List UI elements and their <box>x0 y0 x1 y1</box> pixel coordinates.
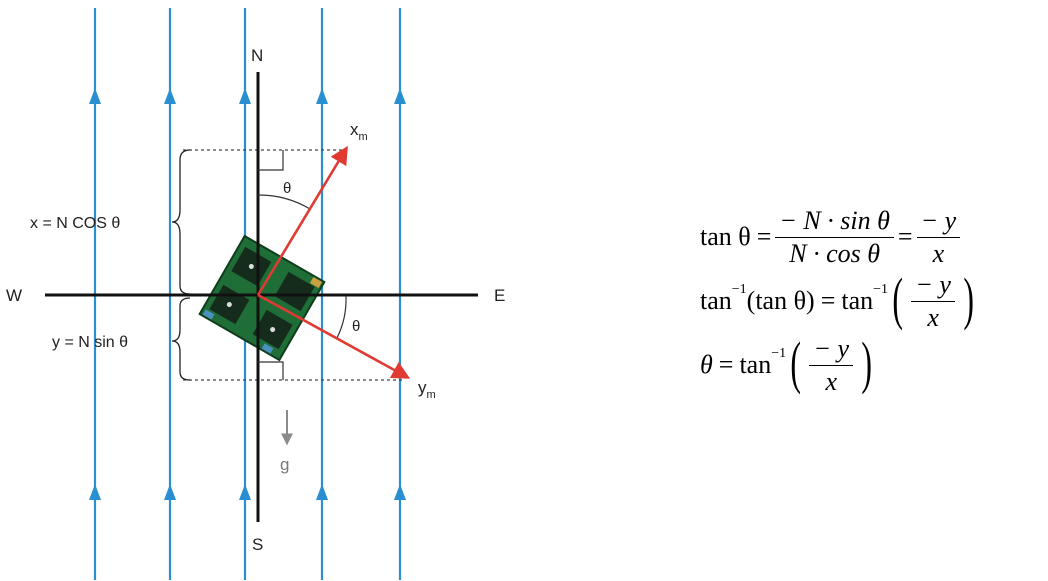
eq2-frac-denominator: x <box>927 302 939 332</box>
field-arrow-icon <box>239 484 251 500</box>
field-arrow-icon <box>394 88 406 104</box>
eq2-lhs-sup: −1 <box>731 282 747 297</box>
projection-lines <box>183 149 405 381</box>
xm-vector <box>256 145 348 296</box>
field-arrow-icon <box>316 88 328 104</box>
xm-label: xm <box>350 120 368 143</box>
eq1-frac1-numerator: − N · sin θ <box>775 206 894 238</box>
eq1-fraction-1: − N · sin θ N · cos θ <box>775 206 894 268</box>
eq1-frac2-numerator: − y <box>916 206 961 238</box>
compass-axes <box>45 72 478 522</box>
gravity-label: g <box>280 455 289 474</box>
eq1-fraction-2: − y x <box>916 206 961 268</box>
eq3-lhs: θ <box>700 350 713 379</box>
field-arrow-icon <box>164 88 176 104</box>
eq3-close-paren: ) <box>861 330 873 395</box>
eq2-lhs-fn: tan <box>700 286 732 315</box>
east-label: E <box>494 286 505 305</box>
right-angle-markers <box>258 150 284 380</box>
eq3-rhs-sup: −1 <box>771 346 787 361</box>
eq2-equals: = <box>820 286 836 315</box>
equations-panel: tan θ = − N · sin θ N · cos θ = − y x ta… <box>700 205 1045 397</box>
theta-label-right: θ <box>352 318 360 335</box>
equation-2: tan −1 (tan θ) = tan −1 ( − y x ) <box>700 269 1045 333</box>
eq2-open-paren: ( <box>892 266 904 331</box>
theta-label-top: θ <box>283 180 291 197</box>
eq1-equals: = <box>756 222 772 251</box>
field-arrow-icon <box>164 484 176 500</box>
eq3-equals: = <box>718 350 734 379</box>
west-label: W <box>6 286 22 305</box>
south-label: S <box>252 535 263 554</box>
eq2-lhs-arg: (tan θ) <box>746 286 815 315</box>
field-arrow-icon <box>394 484 406 500</box>
x-component-label: x = N COS θ <box>30 215 120 232</box>
field-arrow-icon <box>316 484 328 500</box>
ym-label: ym <box>418 378 436 401</box>
eq1-equals-2: = <box>897 222 913 251</box>
field-direction-arrows <box>89 88 406 500</box>
equation-3: θ = tan −1 ( − y x ) <box>700 333 1045 397</box>
component-braces <box>171 149 191 381</box>
compass-diagram: N S E W xm ym θ θ g x = N COS θ y = N si… <box>6 8 505 580</box>
eq3-rhs-fn: tan <box>739 350 772 379</box>
y-component-label: y = N sin θ <box>52 334 128 351</box>
north-label: N <box>251 46 263 65</box>
eq2-frac-numerator: − y <box>911 270 955 302</box>
eq1-frac2-denominator: x <box>932 238 945 268</box>
eq3-open-paren: ( <box>790 330 802 395</box>
eq2-close-paren: ) <box>963 266 974 331</box>
eq3-frac-numerator: − y <box>809 334 854 366</box>
ym-vector <box>257 293 411 379</box>
measurement-vectors <box>256 145 411 379</box>
eq3-fraction: − y x <box>809 334 854 396</box>
eq1-lhs: tan θ <box>700 222 751 251</box>
field-arrow-icon <box>239 88 251 104</box>
equation-1: tan θ = − N · sin θ N · cos θ = − y x <box>700 205 1045 269</box>
eq3-frac-denominator: x <box>825 366 838 396</box>
field-arrow-icon <box>89 484 101 500</box>
field-arrow-icon <box>89 88 101 104</box>
angle-arcs <box>257 194 347 339</box>
eq2-rhs-sup: −1 <box>873 282 889 297</box>
eq2-fraction: − y x <box>911 270 955 332</box>
eq2-rhs-fn: tan <box>841 286 874 315</box>
eq1-frac1-denominator: N · cos θ <box>789 238 881 268</box>
